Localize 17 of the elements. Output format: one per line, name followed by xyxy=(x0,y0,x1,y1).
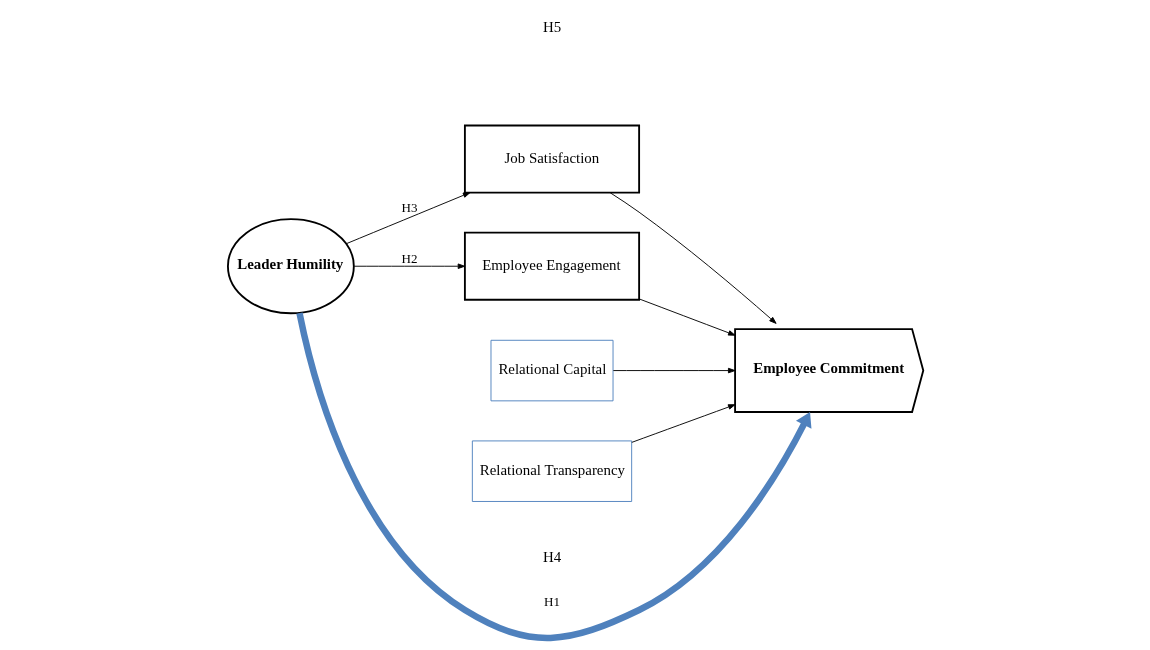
arrow xyxy=(630,404,735,443)
edge-label: H2 xyxy=(401,250,417,266)
arrow xyxy=(609,192,777,324)
arrow xyxy=(345,192,470,245)
node-box: Job Satisfaction xyxy=(463,124,640,194)
arrow xyxy=(638,298,735,336)
edge-label: H3 xyxy=(401,200,417,216)
arrow xyxy=(353,263,465,269)
node-box: Relational Capital xyxy=(490,339,613,402)
arrow xyxy=(295,312,811,642)
node-ellipse: Leader Humility xyxy=(226,218,355,315)
node-box: Relational Transparency xyxy=(471,440,632,502)
arrow xyxy=(612,367,735,374)
edge-label: H1 xyxy=(543,594,560,610)
label: H5 xyxy=(542,19,561,36)
label: H4 xyxy=(542,549,561,566)
node-box: Employee Engagement xyxy=(463,231,640,301)
